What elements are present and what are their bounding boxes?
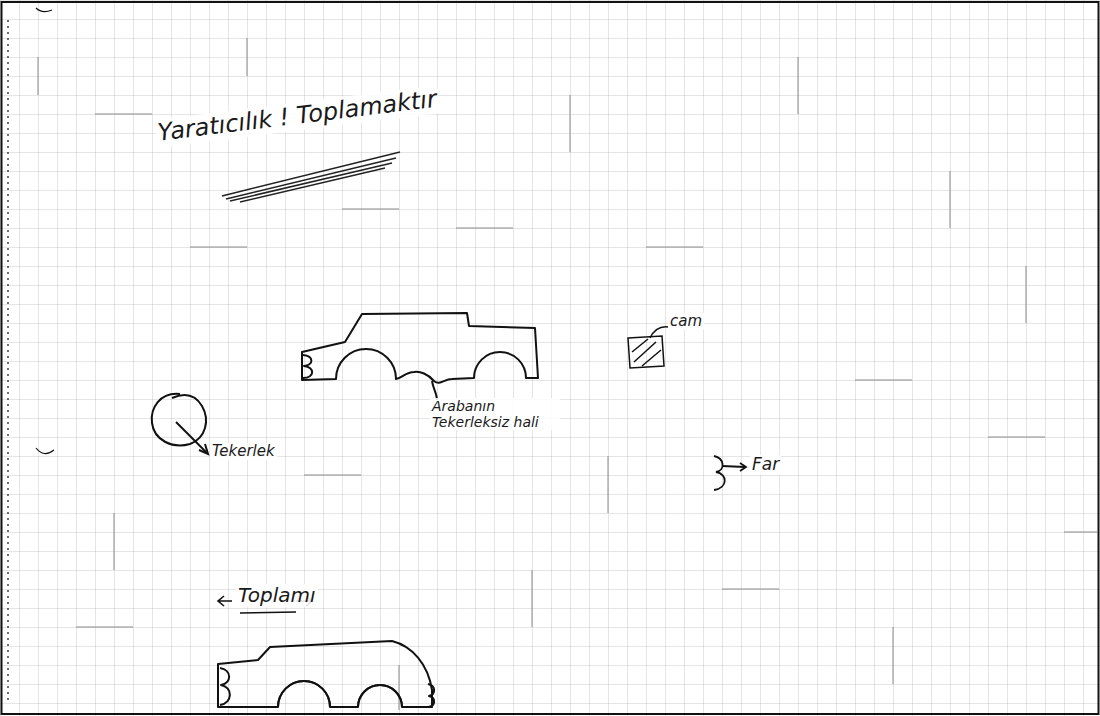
label-anchor: Far (750, 455, 781, 475)
part-label: Far (750, 455, 781, 475)
car-complete (218, 641, 434, 707)
grid-marks (38, 38, 1097, 710)
part-label: Tekerlek (210, 443, 277, 460)
label-anchor: Toplamı (236, 584, 318, 607)
wheel (152, 394, 208, 454)
glass-pane (628, 327, 668, 368)
part-label: Arabanın Tekerleksiz hali (430, 398, 560, 430)
label-anchor: Tekerlek (210, 442, 277, 460)
title-underline (222, 152, 400, 202)
car-body (302, 313, 538, 400)
part-label: cam (668, 313, 704, 330)
label-anchor: Arabanın Tekerleksiz hali (430, 398, 560, 431)
sum-label: Toplamı (236, 584, 318, 607)
headlight (714, 456, 746, 490)
label-anchor: cam (668, 312, 704, 330)
perforation (8, 8, 54, 700)
